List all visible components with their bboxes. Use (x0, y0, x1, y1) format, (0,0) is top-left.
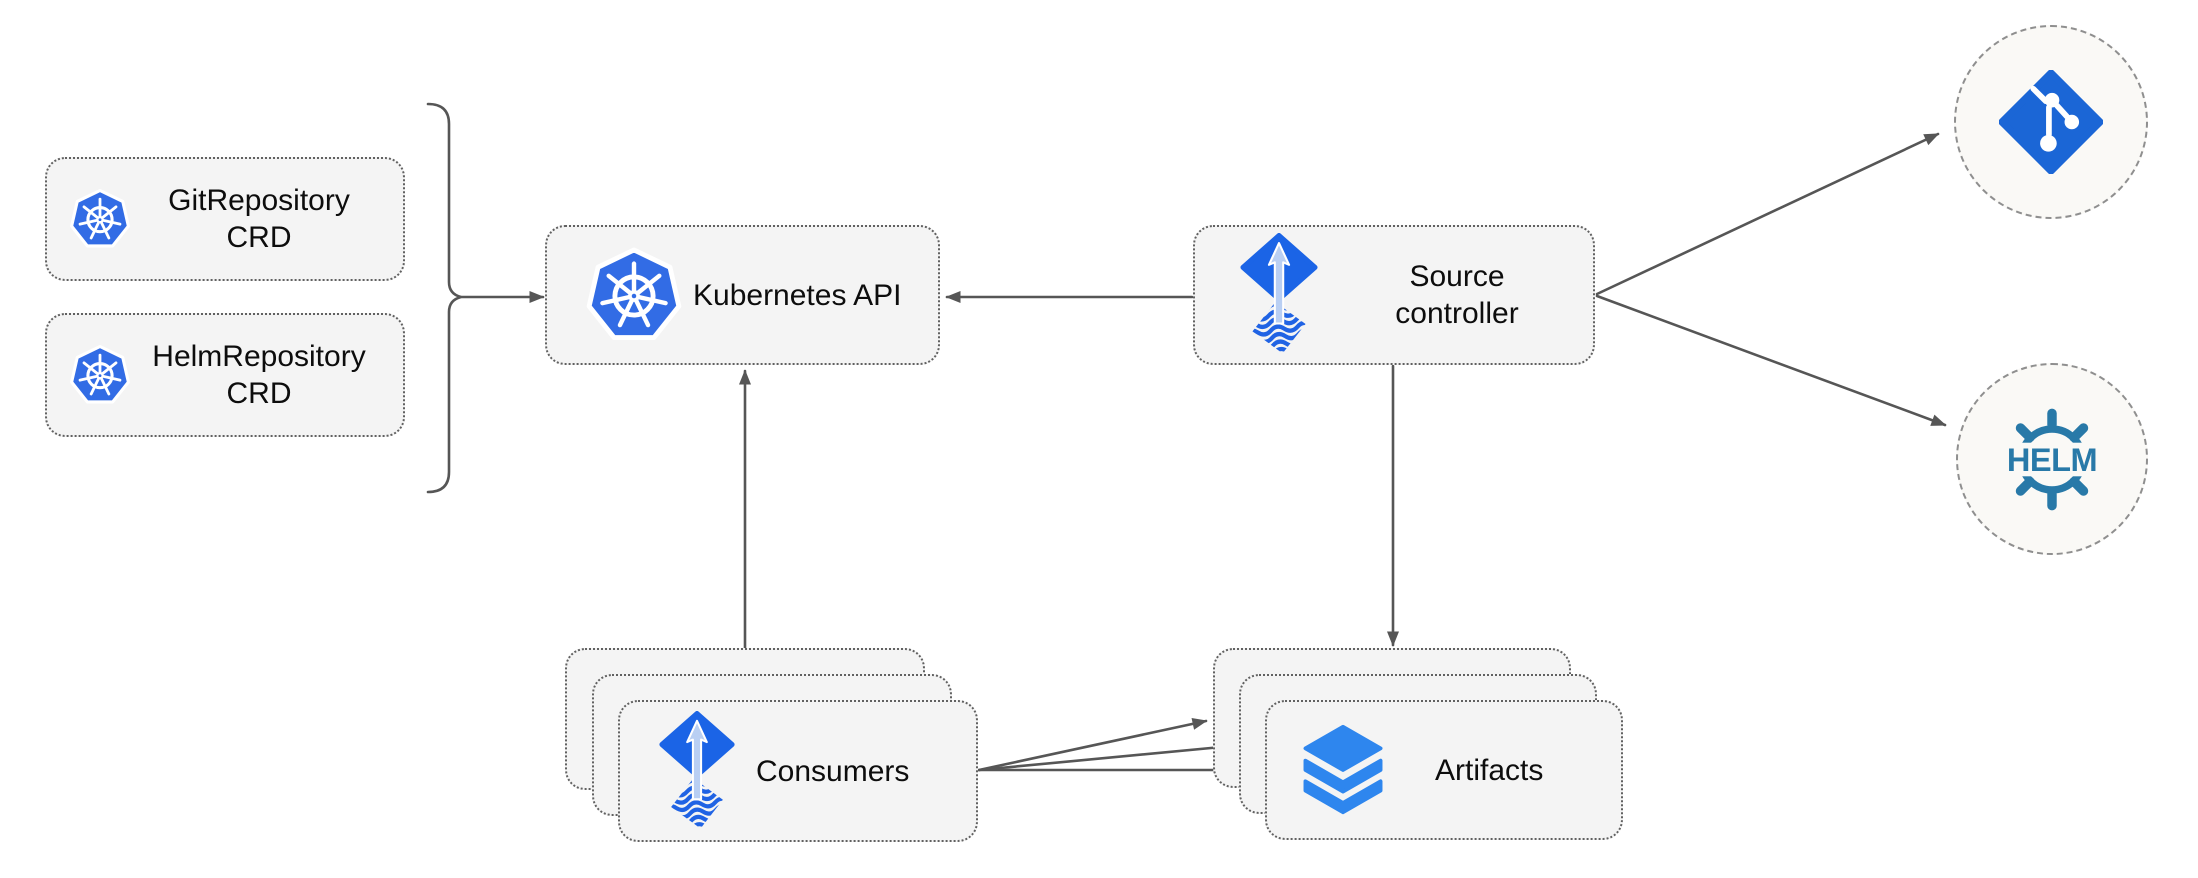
source-controller-node: Source controller (1193, 225, 1595, 365)
helmrepository-crd-label: HelmRepository CRD (152, 340, 366, 410)
artifacts-node: Artifacts (1265, 700, 1623, 840)
helm-icon: HELM (2002, 408, 2102, 510)
git-remote-node (1954, 25, 2148, 219)
edge-consumers-to-artifacts-middle (977, 741, 1234, 772)
source-controller-label: Source controller (1395, 260, 1519, 330)
consumers-label: Consumers (756, 754, 910, 788)
kubernetes-icon (586, 247, 682, 340)
helm-wordmark: HELM (2007, 442, 2097, 478)
artifacts-label: Artifacts (1435, 753, 1544, 787)
kubernetes-api-node: Kubernetes API (545, 225, 940, 365)
kubernetes-api-label: Kubernetes API (693, 278, 902, 312)
flux-source-controller-icon (1240, 233, 1318, 357)
gitrepository-crd-node: GitRepository CRD (45, 157, 405, 281)
consumers-node: Consumers (618, 700, 978, 842)
edge-consumers-to-artifacts-back (977, 717, 1208, 772)
helmrepository-crd-node: HelmRepository CRD (45, 313, 405, 437)
kubernetes-icon (70, 188, 130, 248)
helm-remote-node: HELM (1956, 363, 2148, 555)
crd-group-brace (426, 102, 462, 494)
kubernetes-icon (70, 344, 130, 404)
edge-source-controller-to-helm-remote (1595, 294, 1947, 427)
edge-source-controller-to-git-remote (1595, 132, 1940, 296)
gitrepository-crd-label: GitRepository CRD (168, 184, 350, 254)
flux-consumer-icon (659, 710, 735, 832)
git-icon (1999, 70, 2103, 174)
layers-icon (1303, 724, 1383, 815)
